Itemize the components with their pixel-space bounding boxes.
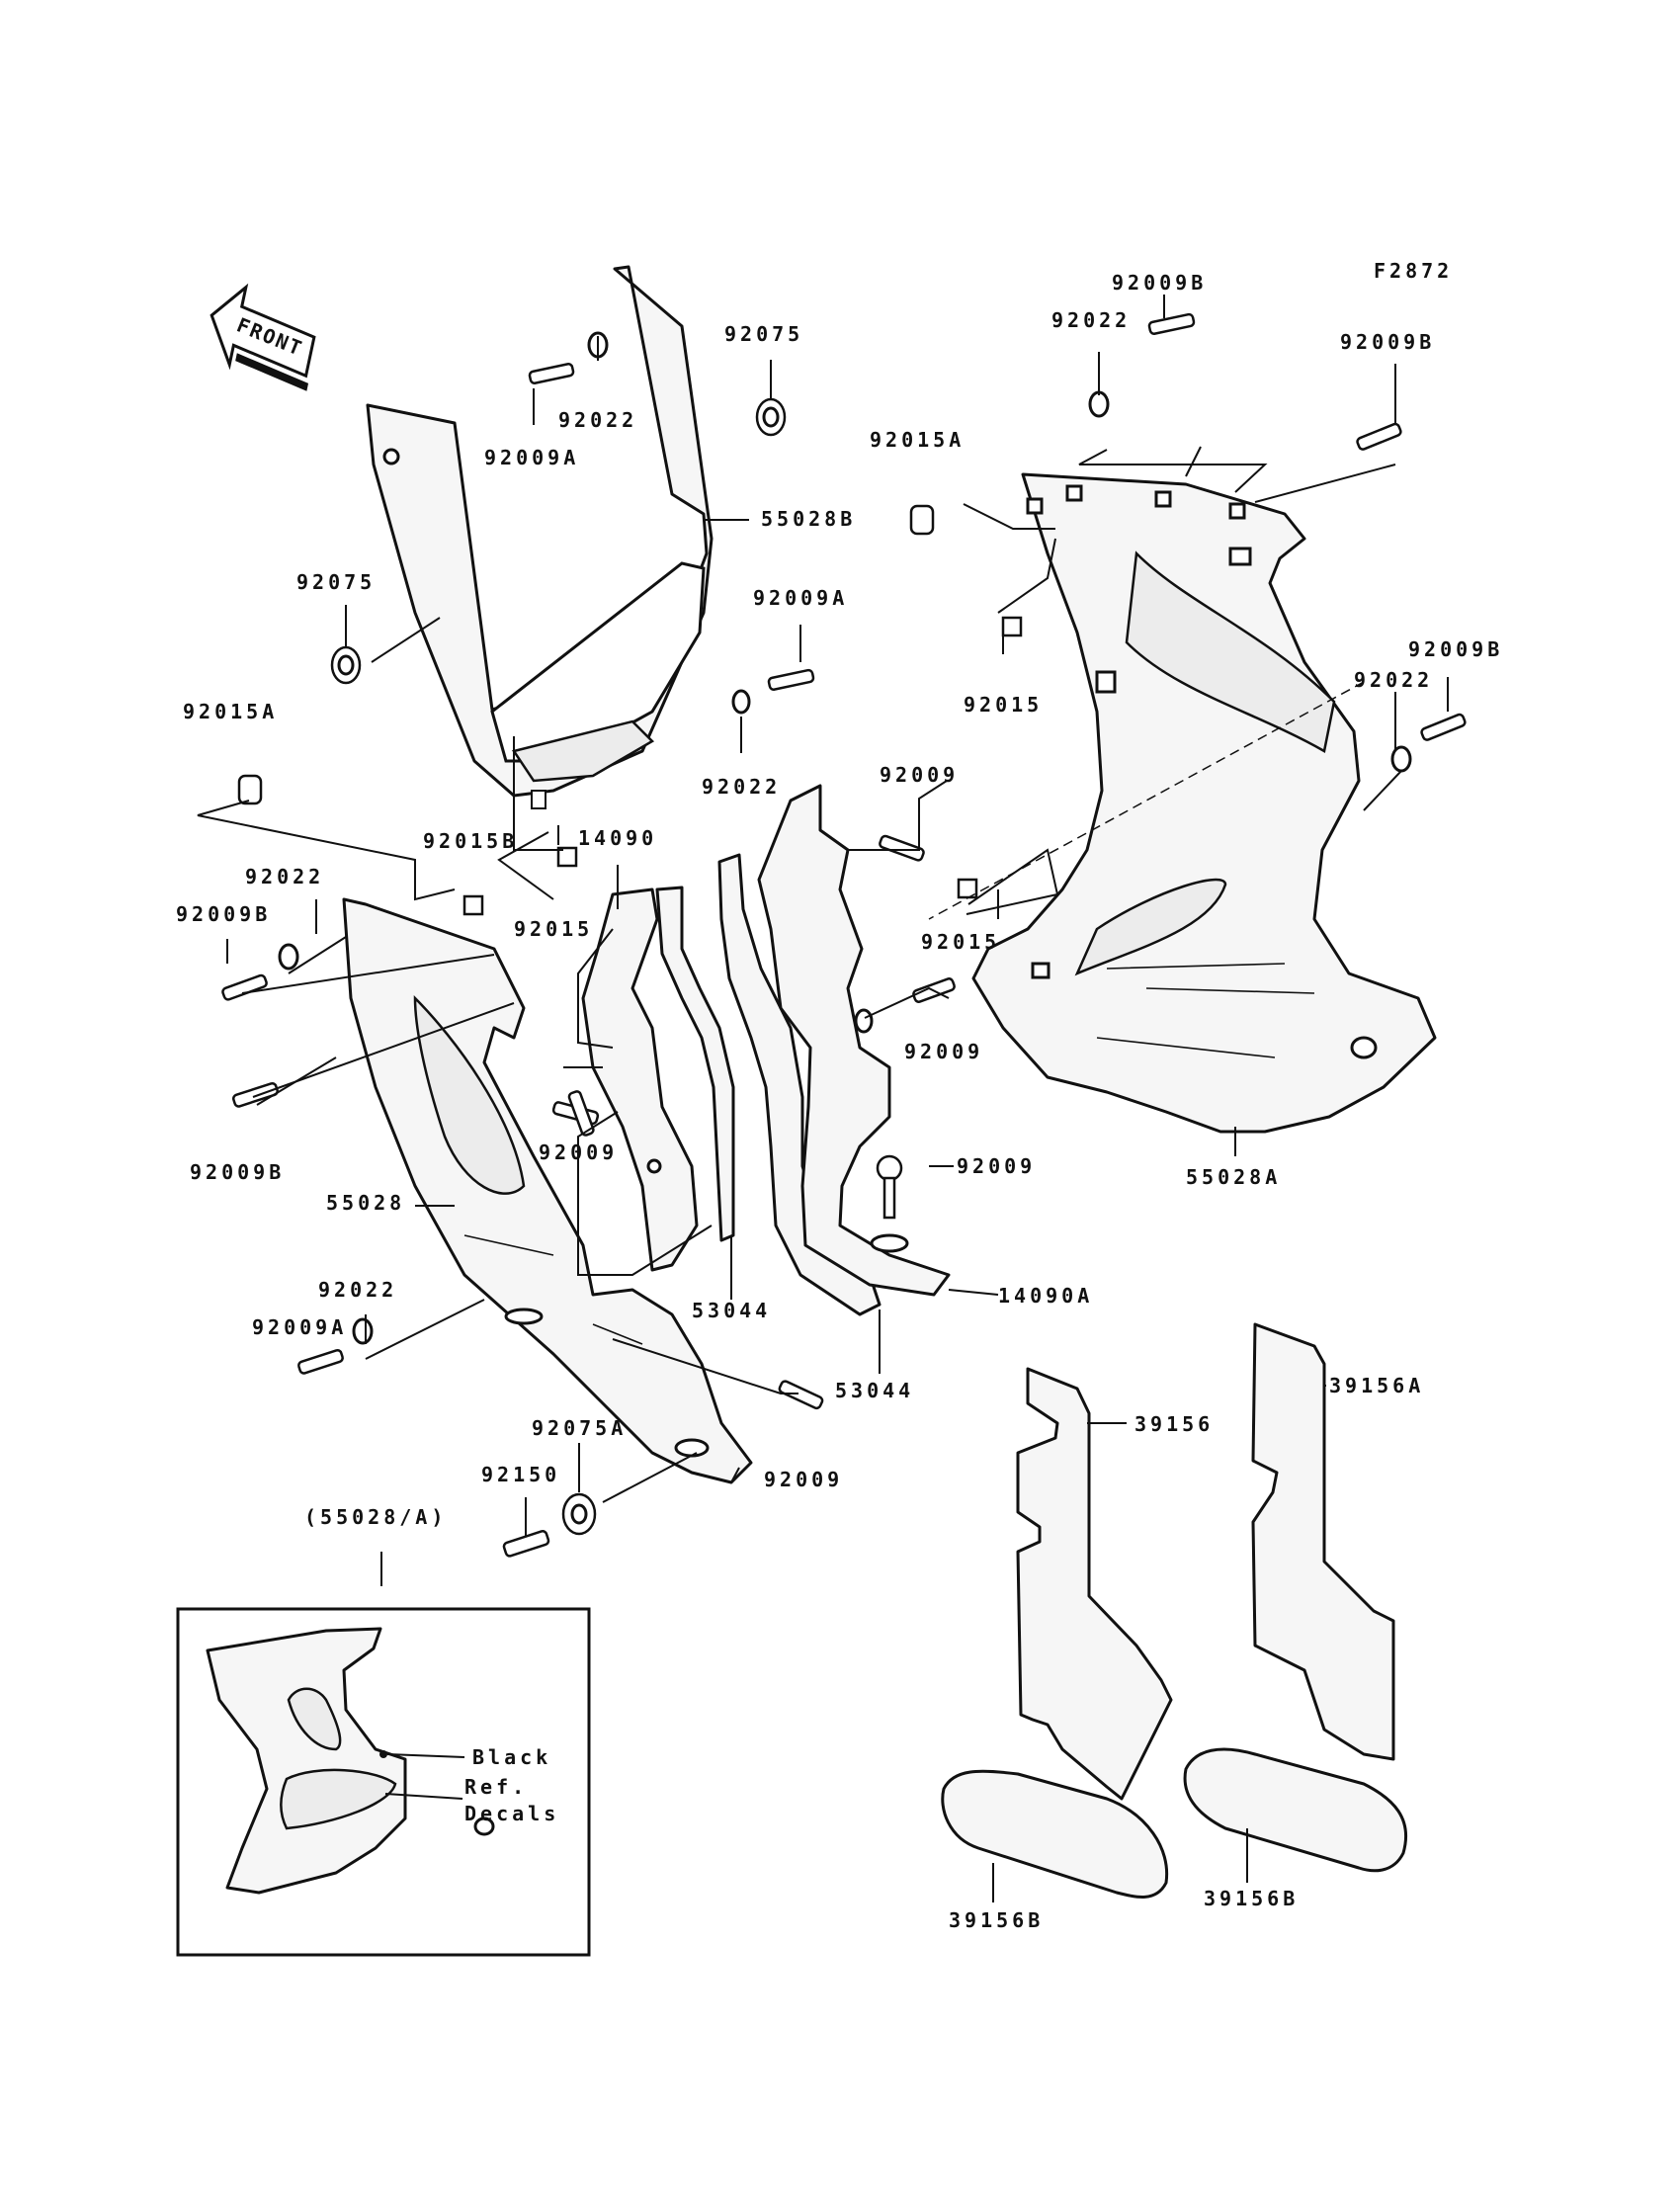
pad-leader-lines xyxy=(992,1385,1326,1902)
grommet-icon xyxy=(330,645,362,685)
part-14090-bracket xyxy=(581,887,699,1272)
bolt-icon xyxy=(232,1081,279,1108)
part-label: 39156B xyxy=(949,1908,1044,1932)
bolt-icon xyxy=(221,973,268,1001)
inset-ref-label: Ref. xyxy=(464,1775,528,1799)
part-label: 92009B xyxy=(1408,637,1503,661)
part-label: 92009A xyxy=(252,1315,347,1339)
part-39156B-pad-a xyxy=(941,1769,1169,1899)
part-label: 53044 xyxy=(692,1299,771,1322)
leader-lines xyxy=(197,295,1449,1586)
part-label: 55028 xyxy=(326,1191,405,1215)
bolt-icon xyxy=(778,1380,824,1410)
part-label: 92009B xyxy=(190,1160,285,1184)
part-label: 92022 xyxy=(702,775,781,799)
grommet-icon xyxy=(561,1492,597,1536)
part-label: 55028B xyxy=(761,507,856,531)
washer-icon xyxy=(278,943,299,971)
bolt-icon xyxy=(1356,422,1402,451)
part-label: 92009B xyxy=(1340,330,1435,354)
part-label: 92022 xyxy=(558,408,637,432)
bolt-icon xyxy=(502,1530,550,1558)
part-label: 92009A xyxy=(484,446,579,469)
inset-box xyxy=(176,1607,591,1957)
part-label: 92022 xyxy=(318,1278,397,1302)
part-55028A-right-cowl xyxy=(971,472,1437,1134)
part-39156A-pad xyxy=(1251,1322,1395,1761)
clip-icon xyxy=(1001,616,1023,637)
screw-icon xyxy=(876,1154,903,1220)
washer-icon xyxy=(352,1317,374,1345)
part-label: 92009B xyxy=(1112,271,1207,295)
part-label: 92009 xyxy=(904,1040,983,1063)
part-label: 14090A xyxy=(998,1284,1093,1308)
inset-black-label: Black xyxy=(472,1745,551,1769)
part-label: 92009 xyxy=(880,763,959,787)
grommet-icon xyxy=(755,397,787,437)
part-label: 92075 xyxy=(296,570,376,594)
part-label: 92015A xyxy=(183,700,278,723)
part-label: 92015A xyxy=(870,428,965,452)
bolt-icon xyxy=(567,1090,595,1137)
clip-icon xyxy=(462,894,484,916)
inset-decals-label: Decals xyxy=(464,1802,559,1825)
part-label: 39156A xyxy=(1329,1374,1424,1397)
part-label: 92150 xyxy=(481,1463,560,1486)
washer-icon xyxy=(731,689,751,715)
bolt-icon xyxy=(1420,713,1467,741)
part-label: 92009 xyxy=(539,1141,618,1164)
part-55028-lower-cowl xyxy=(342,897,753,1484)
part-label: 92015 xyxy=(921,930,1000,954)
bolt-icon xyxy=(528,363,575,384)
part-39156B-pad-b xyxy=(1183,1747,1408,1873)
part-53044-trim-a xyxy=(655,886,735,1242)
diagram-id: F2872 xyxy=(1374,259,1453,283)
part-label: 92015B xyxy=(423,829,518,853)
part-label: (55028/A) xyxy=(304,1505,447,1529)
clip-icon xyxy=(909,504,935,536)
bolt-icon xyxy=(879,834,925,862)
part-label: 92009 xyxy=(764,1468,843,1491)
clip-icon xyxy=(237,774,263,805)
part-53044-trim-b xyxy=(717,853,882,1316)
part-label: 92009 xyxy=(957,1154,1036,1178)
washer-icon xyxy=(1088,390,1110,418)
part-14090A-inner-panel xyxy=(757,784,951,1297)
front-arrow-icon: FRONT xyxy=(210,283,316,391)
part-label: 39156B xyxy=(1204,1887,1299,1910)
bolt-icon xyxy=(767,668,815,691)
washer-icon xyxy=(854,1008,874,1034)
part-label: 92009B xyxy=(176,902,271,926)
part-55028B-upper-panel xyxy=(366,265,714,809)
part-label: 39156 xyxy=(1134,1412,1214,1436)
part-label: 92075 xyxy=(724,322,803,346)
part-label: 92009A xyxy=(753,586,848,610)
part-label: 92022 xyxy=(1354,668,1433,692)
part-label: 92022 xyxy=(245,865,324,888)
part-39156-pad xyxy=(1016,1367,1173,1801)
part-label: 92075A xyxy=(532,1416,627,1440)
clip-icon xyxy=(556,846,578,868)
part-label: 92015 xyxy=(514,917,593,941)
part-label: 92022 xyxy=(1051,308,1131,332)
part-label: 14090 xyxy=(578,826,657,850)
part-label: 92015 xyxy=(964,693,1043,717)
part-label: 53044 xyxy=(835,1379,914,1402)
bolt-icon xyxy=(297,1348,344,1375)
bolt-icon xyxy=(1147,312,1196,335)
part-label: 55028A xyxy=(1186,1165,1281,1189)
